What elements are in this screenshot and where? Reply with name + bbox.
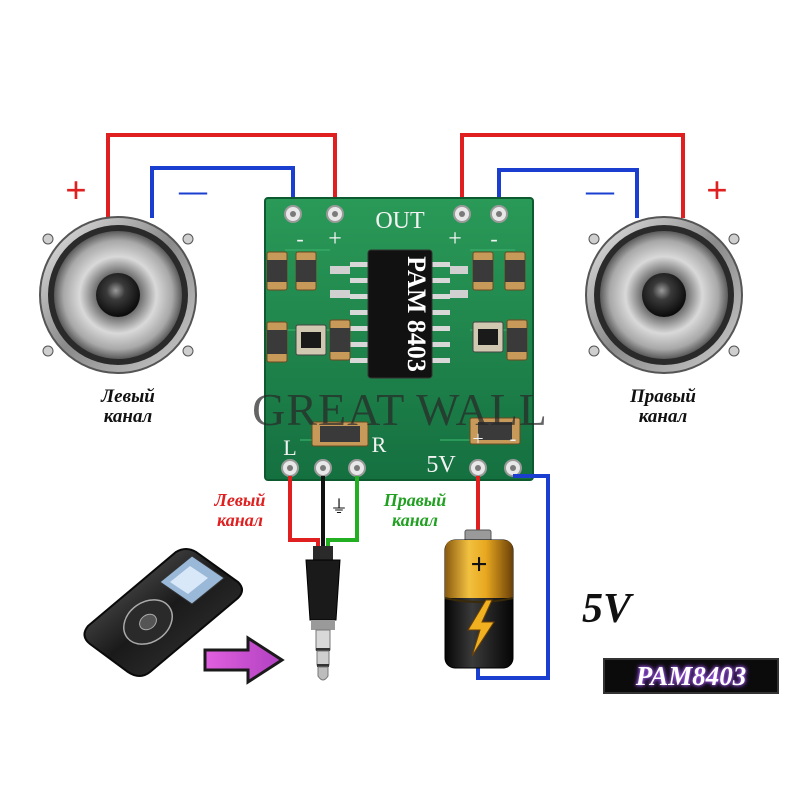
board-pin-plus-left: + [328,226,342,252]
arrow-right-icon [203,635,285,685]
left-speaker-negative-wire [150,166,295,218]
left-speaker-positive-wire [106,133,337,218]
left-components [266,251,351,363]
left-minus-sign: — [178,176,208,207]
right-input-wire [326,476,359,548]
input-pads [281,459,522,477]
board-pin-minus-right: - [490,226,497,251]
speaker-right-icon [585,216,743,374]
right-speaker-label-line1: Правый [629,386,697,407]
audio-jack-icon [305,546,341,681]
chip-icon: PAM 8403 [350,249,450,379]
right-input-label-line2: канал [392,510,438,530]
left-input-label: Левый канал [190,490,290,530]
right-minus-sign: — [585,176,615,207]
left-input-label-line1: Левый [214,490,266,510]
left-input-label-line2: канал [217,510,263,530]
left-input-wire [288,476,320,548]
voltage-label: 5V [582,586,632,632]
board-out-label: OUT [375,208,425,234]
left-speaker-label: Левый канал [78,387,178,427]
pam8403-board: OUT - + + - PAM 8403 [264,197,534,481]
bottom-components [311,421,369,447]
left-speaker-label-line1: Левый [101,386,155,407]
music-player-icon [83,548,243,677]
right-components [450,251,528,445]
battery-icon: + [444,529,514,669]
product-badge-text: PAM8403 [635,661,747,691]
left-speaker-label-line2: канал [103,406,153,427]
input-wires [288,474,550,680]
right-speaker-positive-wire [460,133,685,218]
right-input-label-line1: Правый [383,490,447,510]
left-plus-sign: + [65,170,87,212]
right-speaker-label-line2: канал [638,406,688,427]
right-plus-sign: + [706,170,728,212]
lightning-icon [467,599,495,657]
product-badge: PAM8403 [603,658,779,694]
speaker-left-icon [39,216,197,374]
right-speaker-negative-wire [497,168,639,218]
board-pin-minus-left: - [296,226,303,251]
ground-symbol: ⏚ [330,497,348,517]
right-speaker-label: Правый канал [603,387,723,427]
output-pads [284,205,508,223]
board-r-label: R [372,432,387,457]
board-pin-plus-right: + [448,226,462,252]
right-input-label: Правый канал [360,490,470,530]
power-negative-wire [476,474,550,680]
chip-label: PAM 8403 [402,256,431,372]
board-l-label: L [283,435,296,460]
speaker-wires [106,133,685,218]
board-5v-plus: + [472,428,483,450]
board-5v-label: 5V [426,452,456,478]
board-5v-minus: - [510,428,517,450]
battery-plus: + [470,548,487,581]
